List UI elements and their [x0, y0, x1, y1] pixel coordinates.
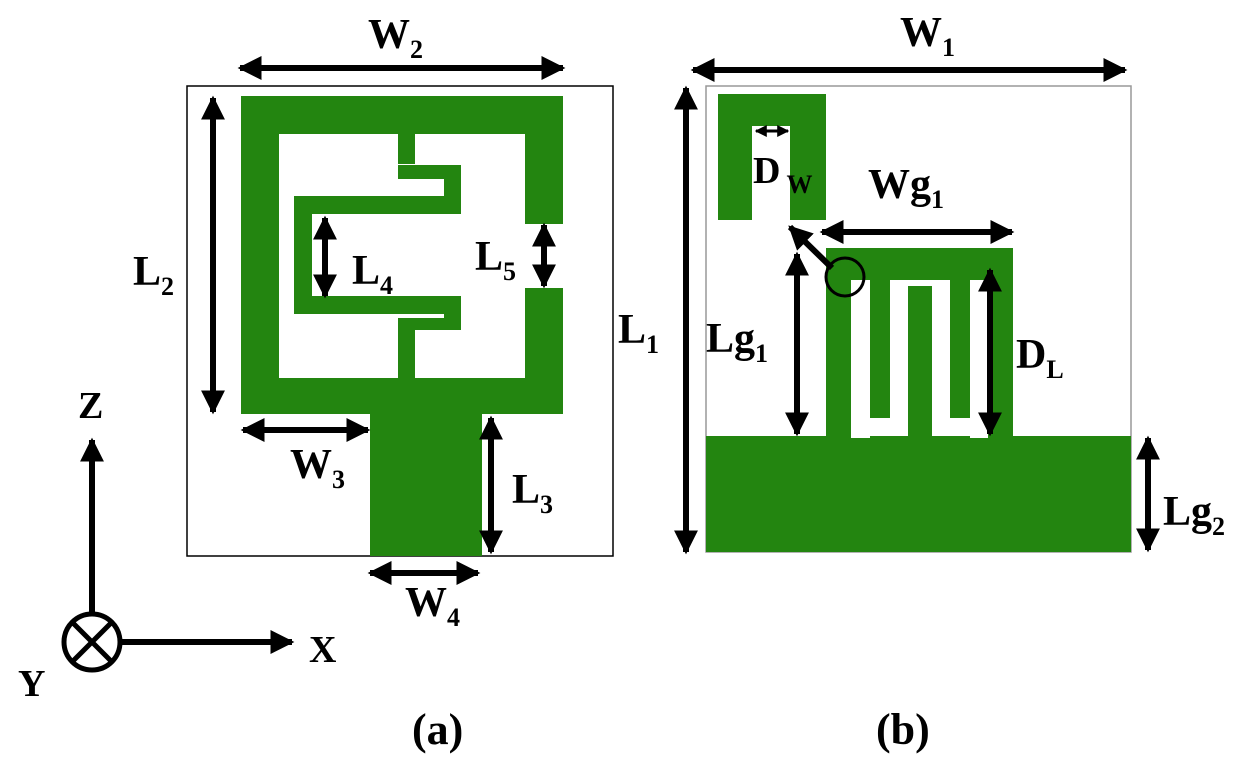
l3-label: L3: [512, 467, 553, 519]
w4-label: W4: [405, 580, 460, 632]
l2-label: L2: [133, 249, 174, 301]
detail-pointer-arrow: [787, 224, 835, 271]
l1-label: L1: [618, 307, 659, 359]
y-axis-into-page-icon: [61, 611, 123, 673]
caption-b: (b): [876, 705, 930, 754]
dimension-arrows-b: [674, 58, 1160, 555]
x-label: X: [309, 629, 336, 671]
lg1-label: Lg1: [706, 316, 768, 368]
dimension-arrows-a: [201, 56, 566, 585]
caption-a: (a): [412, 705, 463, 754]
w2-label: W2: [368, 12, 423, 64]
w1-label: W1: [900, 10, 955, 62]
l4-label: L4: [352, 248, 393, 300]
dl-label: DL: [1016, 332, 1064, 384]
detail-circle: [824, 256, 866, 298]
panel-a: W2 L2 L4 L5 W3 L3 W4 (a): [133, 12, 614, 754]
wg1-label: Wg1: [868, 162, 944, 214]
coordinate-axes: Z X Y: [18, 385, 336, 705]
z-label: Z: [78, 385, 103, 427]
lg2-label: Lg2: [1163, 489, 1225, 541]
l5-label: L5: [475, 234, 516, 286]
w3-label: W3: [290, 442, 345, 494]
y-label: Y: [18, 663, 45, 705]
radiator-patch: [241, 96, 563, 556]
